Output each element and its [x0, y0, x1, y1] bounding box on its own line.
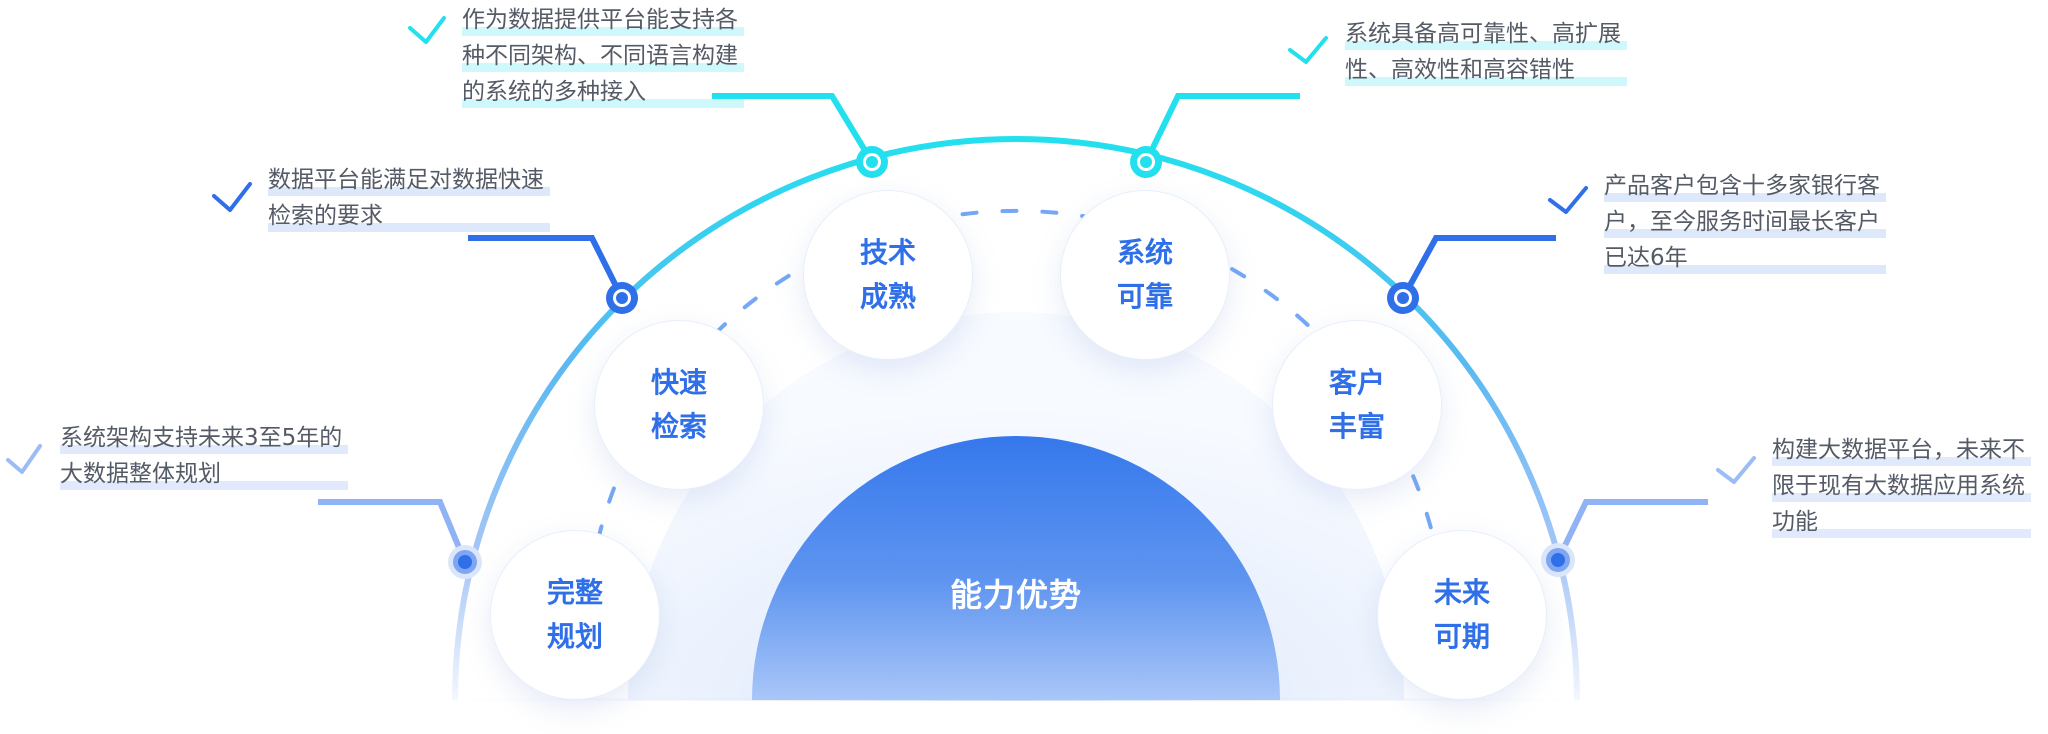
node-label-line2: 丰富 [1328, 410, 1385, 443]
node-label-line1: 未来 [1433, 576, 1490, 609]
node-label-line2: 可靠 [1116, 280, 1173, 313]
check-icon [212, 182, 252, 212]
connector-line-promising-future [1555, 499, 1708, 562]
connector-line-rich-customers [1400, 235, 1556, 300]
note-line: 户，至今服务时间最长客户 [1604, 204, 1886, 240]
node-label-line1: 快速 [650, 366, 707, 399]
note-line: 检索的要求 [268, 198, 550, 234]
note-line: 产品客户包含十多家银行客 [1604, 168, 1886, 204]
outer-arc [452, 136, 1580, 701]
note-line: 性、高效性和高容错性 [1345, 52, 1627, 88]
note-line: 系统架构支持未来3至5年的 [60, 420, 349, 456]
note-line: 大数据整体规划 [60, 456, 349, 492]
node-label-line2: 成熟 [859, 280, 916, 313]
connector-dot-icon [1541, 543, 1575, 577]
note-line: 构建大数据平台，未来不 [1772, 432, 2031, 468]
note-complete-planning: 系统架构支持未来3至5年的 大数据整体规划 [60, 420, 349, 492]
center-title: 能力优势 [949, 576, 1082, 614]
note-fast-search: 数据平台能满足对数据快速 检索的要求 [268, 162, 550, 234]
node-rich-customers: 客户 丰富 [1272, 320, 1442, 490]
check-icon [1548, 186, 1588, 214]
connector-dot-icon [856, 146, 888, 178]
connector-dot-icon [1130, 146, 1162, 178]
connector-line-mature-tech [712, 93, 875, 164]
note-mature-tech: 作为数据提供平台能支持各 种不同架构、不同语言构建 的系统的多种接入 [462, 2, 744, 110]
node-complete-planning: 完整 规划 [490, 530, 660, 700]
node-mature-tech: 技术 成熟 [803, 190, 973, 360]
note-line: 功能 [1772, 504, 2031, 540]
node-label-line2: 可期 [1433, 620, 1490, 653]
connector-line-complete-planning [318, 499, 468, 564]
node-label-line1: 技术 [859, 236, 916, 269]
node-fast-search: 快速 检索 [594, 320, 764, 490]
check-icon [1288, 36, 1328, 64]
node-reliable-system: 系统 可靠 [1060, 190, 1230, 360]
note-line: 数据平台能满足对数据快速 [268, 162, 550, 198]
connector-dot-icon [606, 282, 638, 314]
center-dome [752, 436, 1280, 700]
node-label-line1: 完整 [546, 576, 603, 609]
note-line: 已达6年 [1604, 240, 1886, 276]
note-promising-future: 构建大数据平台，未来不 限于现有大数据应用系统 功能 [1772, 432, 2031, 540]
note-line: 的系统的多种接入 [462, 74, 744, 110]
note-line: 种不同架构、不同语言构建 [462, 38, 744, 74]
node-promising-future: 未来 可期 [1377, 530, 1547, 700]
note-reliable-system: 系统具备高可靠性、高扩展 性、高效性和高容错性 [1345, 16, 1627, 88]
note-line: 限于现有大数据应用系统 [1772, 468, 2031, 504]
check-icon [408, 16, 446, 44]
node-label-line1: 系统 [1116, 236, 1173, 269]
note-rich-customers: 产品客户包含十多家银行客 户，至今服务时间最长客户 已达6年 [1604, 168, 1886, 276]
node-label-line1: 客户 [1328, 366, 1385, 399]
check-icon [6, 444, 42, 474]
note-line: 作为数据提供平台能支持各 [462, 2, 744, 38]
check-icon [1716, 456, 1756, 484]
note-line: 系统具备高可靠性、高扩展 [1345, 16, 1627, 52]
connector-line-fast-search [468, 235, 625, 300]
connector-dot-icon [1387, 282, 1419, 314]
node-label-line2: 检索 [650, 410, 707, 443]
connector-dot-icon [448, 545, 482, 579]
connector-line-reliable-system [1143, 93, 1300, 164]
node-label-line2: 规划 [546, 620, 603, 653]
